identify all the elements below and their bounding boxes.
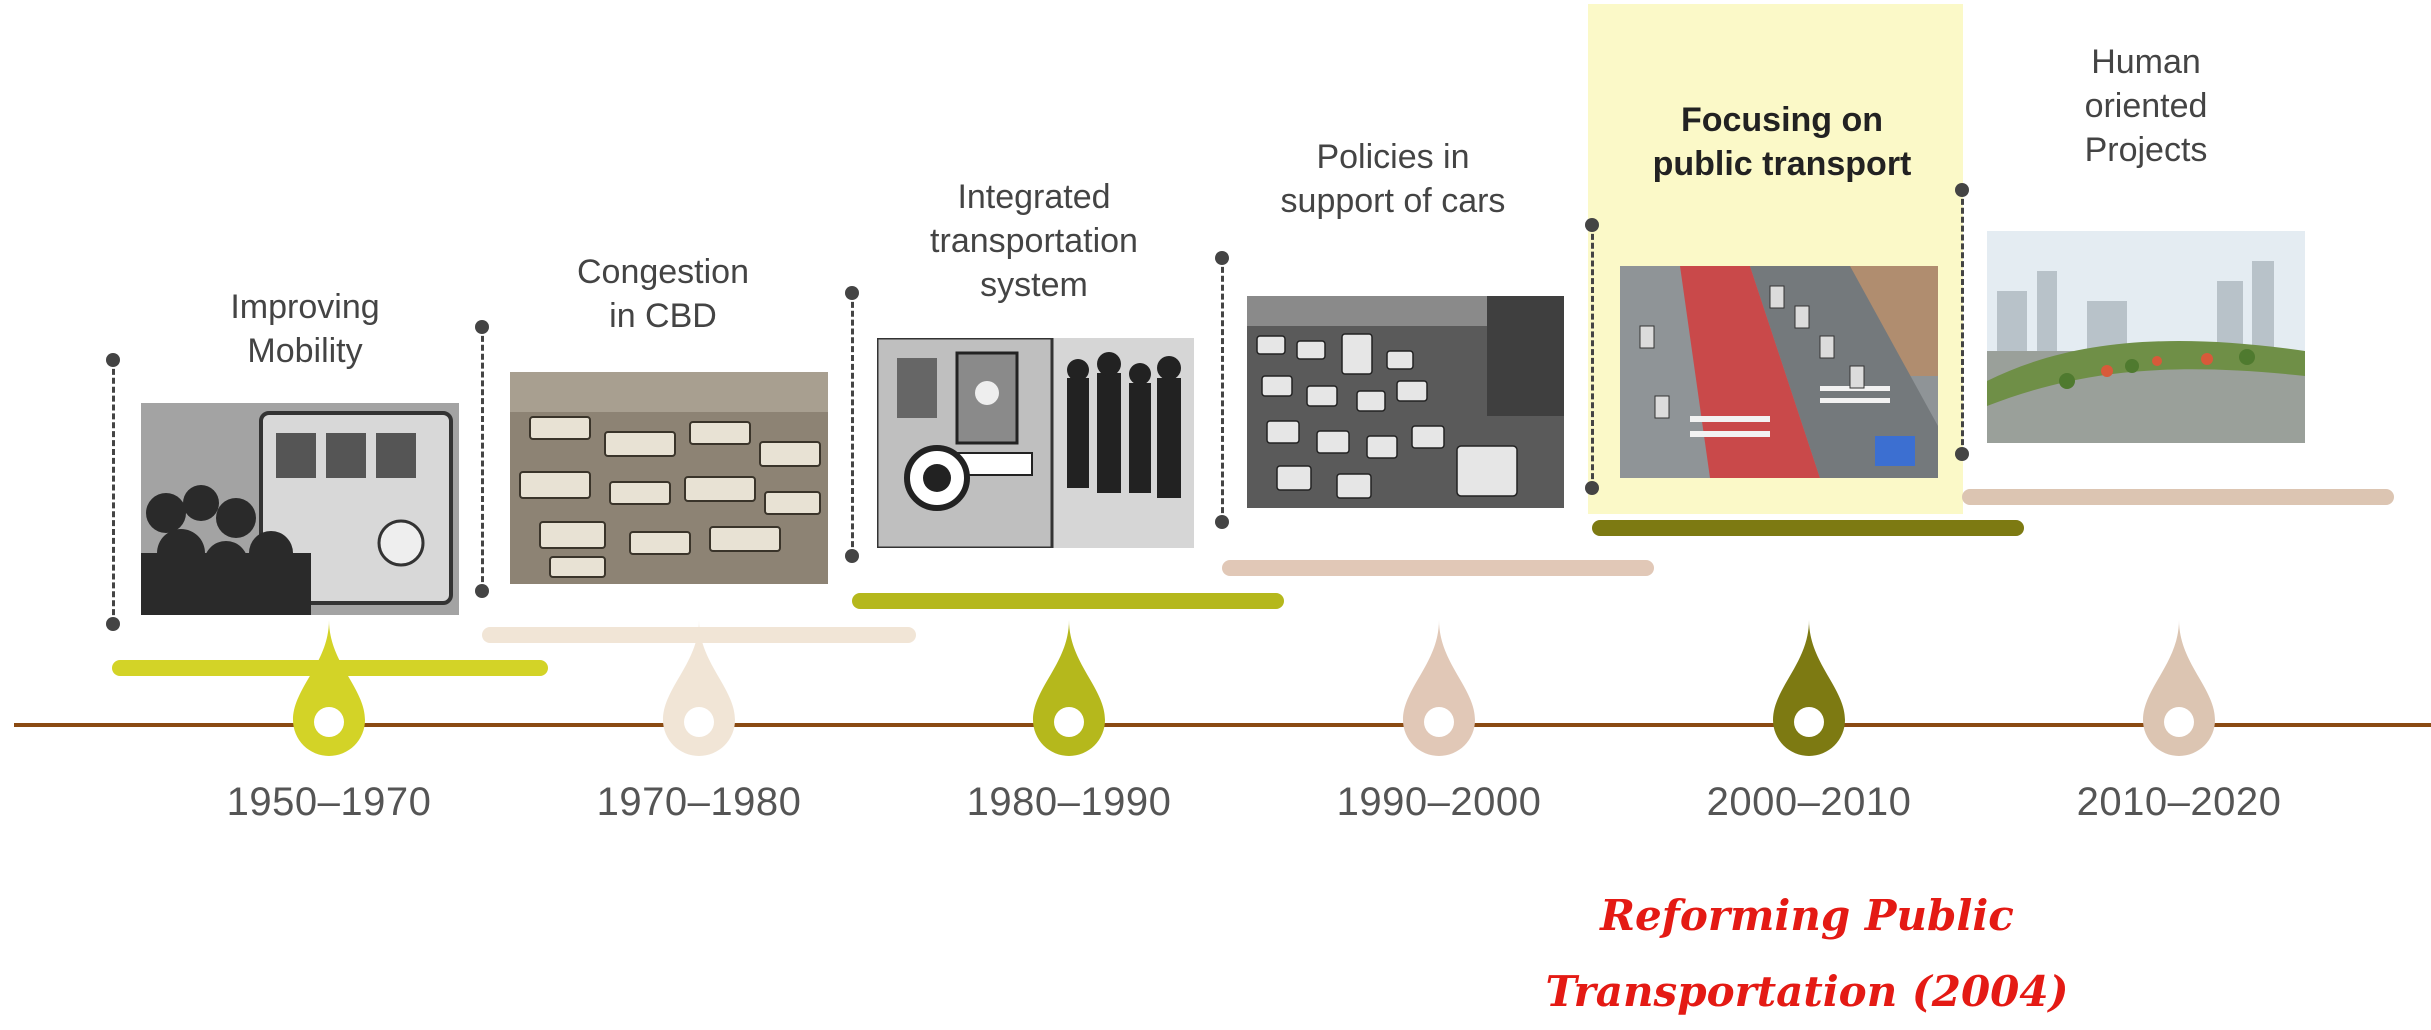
phase-title-line: Policies in <box>1316 138 1470 176</box>
period-bar-2010-2020 <box>1962 489 2394 505</box>
phase-title-line: oriented <box>2084 87 2208 125</box>
note-line-2: Transportation (2004) <box>1545 967 2069 1016</box>
phase-title-line: system <box>980 266 1088 304</box>
phase-title-1990-2000: Policies in support of cars <box>1233 135 1553 223</box>
photo-median-bus-lane <box>1620 266 1938 478</box>
phase-title-line: public transport <box>1652 145 1912 183</box>
timeline-axis <box>14 723 2431 727</box>
year-label: 2010–2020 <box>2076 780 2282 824</box>
period-bar-1990-2000 <box>1222 560 1654 576</box>
timeline-marker-2010-2020 <box>2139 588 2219 764</box>
year-label: 1990–2000 <box>1336 780 1542 824</box>
bracket-dot <box>475 584 489 598</box>
annotation-note: Reforming Public Transportation (2004) <box>1497 878 2117 1030</box>
phase-title-1980-1990: Integrated transportation system <box>874 175 1194 307</box>
phase-title-line: Improving <box>230 288 380 326</box>
bracket-dot <box>1955 183 1969 197</box>
note-line-1: Reforming Public <box>1600 891 2014 940</box>
bracket-dot <box>1215 251 1229 265</box>
photo-streetcar-crowd <box>141 403 459 615</box>
bracket-line <box>851 293 854 556</box>
phase-title-1970-1980: Congestion in CBD <box>503 250 823 338</box>
year-label: 1950–1970 <box>226 780 432 824</box>
bracket-line <box>481 327 484 591</box>
phase-title-line: Congestion <box>576 253 749 291</box>
bracket-dot <box>845 286 859 300</box>
year-label: 1970–1980 <box>596 780 802 824</box>
phase-title-line: Projects <box>2084 131 2208 169</box>
photo-subway-ceremony <box>877 338 1194 548</box>
year-label: 1980–1990 <box>966 780 1172 824</box>
bracket-dot <box>106 617 120 631</box>
timeline-marker-1950-1970 <box>289 588 369 764</box>
bracket-line <box>1591 225 1594 488</box>
phase-title-line: Human <box>2091 43 2201 81</box>
bracket-dot <box>845 549 859 563</box>
timeline-marker-2000-2010 <box>1769 588 1849 764</box>
timeline-marker-1970-1980 <box>659 588 739 764</box>
photo-congested-buses <box>510 372 828 584</box>
phase-title-1950-1970: Improving Mobility <box>145 285 465 373</box>
phase-title-line: Focusing on <box>1680 101 1884 139</box>
bracket-dot <box>1215 515 1229 529</box>
phase-title-line: Integrated <box>957 178 1111 216</box>
phase-title-line: support of cars <box>1280 182 1506 220</box>
bracket-line <box>1221 258 1224 522</box>
phase-title-2000-2010: Focusing on public transport <box>1622 98 1942 186</box>
photo-car-traffic-jam <box>1247 296 1564 508</box>
photo-elevated-park <box>1987 231 2305 443</box>
period-bar-2000-2010 <box>1592 520 2024 536</box>
year-label: 2000–2010 <box>1706 780 1912 824</box>
bracket-line <box>1961 190 1964 454</box>
phase-title-2010-2020: Human oriented Projects <box>1986 40 2306 172</box>
phase-title-line: in CBD <box>609 297 717 335</box>
bracket-dot <box>106 353 120 367</box>
period-bar-1980-1990 <box>852 593 1284 609</box>
timeline-marker-1980-1990 <box>1029 588 1109 764</box>
timeline-marker-1990-2000 <box>1399 588 1479 764</box>
bracket-dot <box>1955 447 1969 461</box>
phase-title-line: transportation <box>930 222 1138 260</box>
bracket-dot <box>1585 481 1599 495</box>
bracket-dot <box>475 320 489 334</box>
bracket-dot <box>1585 218 1599 232</box>
phase-title-line: Mobility <box>247 332 363 370</box>
bracket-line <box>112 360 115 624</box>
